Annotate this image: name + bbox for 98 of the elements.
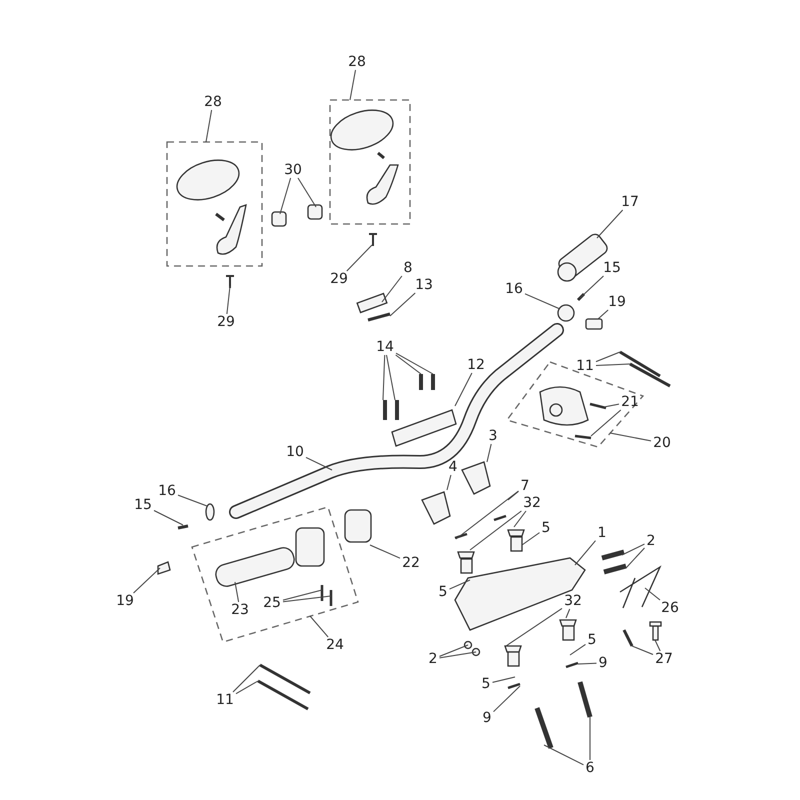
callout-number: 26 — [661, 600, 679, 616]
callout-number: 23 — [231, 602, 249, 618]
leader-line — [390, 292, 416, 316]
callout-number: 10 — [286, 444, 304, 460]
callout-number: 29 — [217, 314, 235, 330]
leader-line — [524, 293, 560, 310]
callout-number: 5 — [482, 676, 490, 692]
callout-number: 24 — [326, 637, 344, 653]
leader-line — [626, 548, 645, 568]
leader-line — [234, 582, 240, 602]
callout-number: 32 — [523, 495, 541, 511]
callout-number: 29 — [330, 271, 348, 287]
leader-line — [486, 444, 492, 462]
callout-number: 11 — [576, 358, 594, 374]
callout-number: 19 — [116, 593, 134, 609]
leader-line — [386, 354, 396, 400]
leader-line — [178, 494, 208, 506]
leader-line — [578, 662, 597, 664]
callout-number: 22 — [402, 555, 420, 571]
callout-number: 14 — [376, 339, 394, 355]
leader-line — [449, 580, 470, 590]
callout-number: 20 — [653, 435, 671, 451]
callout-number: 5 — [438, 584, 448, 600]
leader-line — [514, 510, 526, 528]
callout-number: 7 — [520, 478, 530, 494]
leader-line — [508, 490, 519, 500]
callout-number: 12 — [467, 357, 485, 373]
leader-line — [280, 178, 292, 214]
leader-line — [506, 608, 562, 646]
leader-line — [566, 608, 570, 618]
leader-line — [382, 354, 386, 400]
leader-line — [492, 676, 516, 683]
leader-line — [236, 680, 258, 694]
callout-number: 8 — [404, 260, 412, 276]
leader-line — [382, 276, 402, 302]
leader-line — [570, 644, 586, 656]
callout-number: 9 — [598, 655, 608, 671]
leader-line — [456, 490, 519, 540]
callout-number: 11 — [216, 692, 234, 708]
leader-line — [590, 410, 622, 436]
callout-number: 25 — [263, 595, 281, 611]
leader-line — [395, 354, 422, 374]
leader-line — [522, 532, 540, 546]
callout-number: 32 — [564, 593, 582, 609]
leader-line — [396, 352, 434, 374]
leader-line — [154, 510, 184, 526]
callout-number: 19 — [608, 294, 626, 310]
callout-number: 21 — [621, 394, 639, 410]
callout-number: 6 — [586, 760, 594, 776]
leader-line — [654, 640, 661, 652]
leader-line — [439, 652, 476, 658]
leader-line — [544, 744, 584, 766]
leader-line — [282, 596, 332, 602]
leader-line — [133, 568, 160, 594]
leader-line — [298, 178, 316, 208]
leader-line — [580, 276, 604, 298]
callout-number: 1 — [598, 525, 606, 541]
leader-line — [350, 70, 356, 100]
leader-line — [232, 664, 260, 692]
leader-line — [346, 244, 372, 272]
leader-line — [206, 110, 212, 142]
leader-line — [632, 646, 654, 655]
callout-number: 16 — [505, 281, 523, 297]
leader-line — [596, 364, 630, 366]
leader-line — [226, 286, 230, 314]
leader-line — [598, 310, 609, 320]
leader-line — [596, 352, 620, 362]
callout-number: 15 — [134, 497, 152, 513]
callout-number: 5 — [588, 632, 596, 648]
leader-line — [370, 544, 400, 559]
callout-number: 13 — [415, 277, 433, 293]
callout-number: 28 — [204, 94, 222, 110]
leader-line — [306, 456, 332, 470]
leader-line — [310, 616, 329, 638]
leader-line — [282, 590, 322, 601]
callout-number: 5 — [542, 520, 550, 536]
callout-number: 30 — [284, 162, 302, 178]
callout-number: 2 — [646, 533, 656, 549]
callout-number: 4 — [448, 459, 458, 475]
leader-line — [596, 210, 624, 238]
callout-number: 17 — [621, 194, 639, 210]
callout-number: 27 — [655, 651, 673, 667]
leader-line — [439, 644, 468, 657]
leader-line — [604, 404, 620, 408]
leader-line — [644, 588, 660, 600]
leader-line — [470, 510, 522, 550]
callout-number: 9 — [482, 710, 492, 726]
leader-line — [610, 432, 652, 442]
leader-line — [622, 544, 645, 556]
leader-line — [446, 474, 452, 490]
leader-line — [574, 540, 596, 566]
callout-number: 28 — [348, 54, 366, 70]
callout-number: 3 — [488, 428, 498, 444]
leader-line — [493, 686, 520, 712]
callout-number: 16 — [158, 483, 176, 499]
leader-line — [454, 372, 472, 406]
callout-number: 2 — [428, 651, 438, 667]
callout-number: 15 — [603, 260, 621, 276]
